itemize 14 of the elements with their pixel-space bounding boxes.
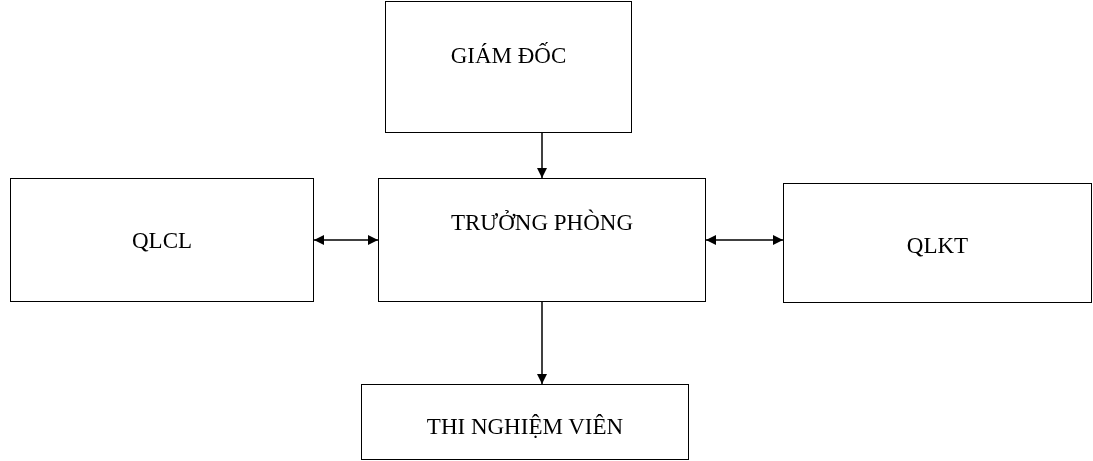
box-label: QLCL	[131, 227, 193, 255]
box-label: GIÁM ĐỐC	[450, 42, 567, 70]
org-box	[361, 384, 689, 460]
arrow	[537, 132, 547, 179]
arrow	[537, 301, 547, 385]
org-box	[783, 183, 1092, 303]
org-box	[385, 1, 632, 133]
arrow	[705, 235, 784, 245]
box-label: THI NGHIỆM VIÊN	[426, 413, 624, 441]
org-box	[10, 178, 314, 302]
org-box	[378, 178, 706, 302]
box-label: QLKT	[906, 232, 969, 260]
box-label: TRƯỞNG PHÒNG	[450, 209, 633, 237]
arrow	[313, 235, 379, 245]
